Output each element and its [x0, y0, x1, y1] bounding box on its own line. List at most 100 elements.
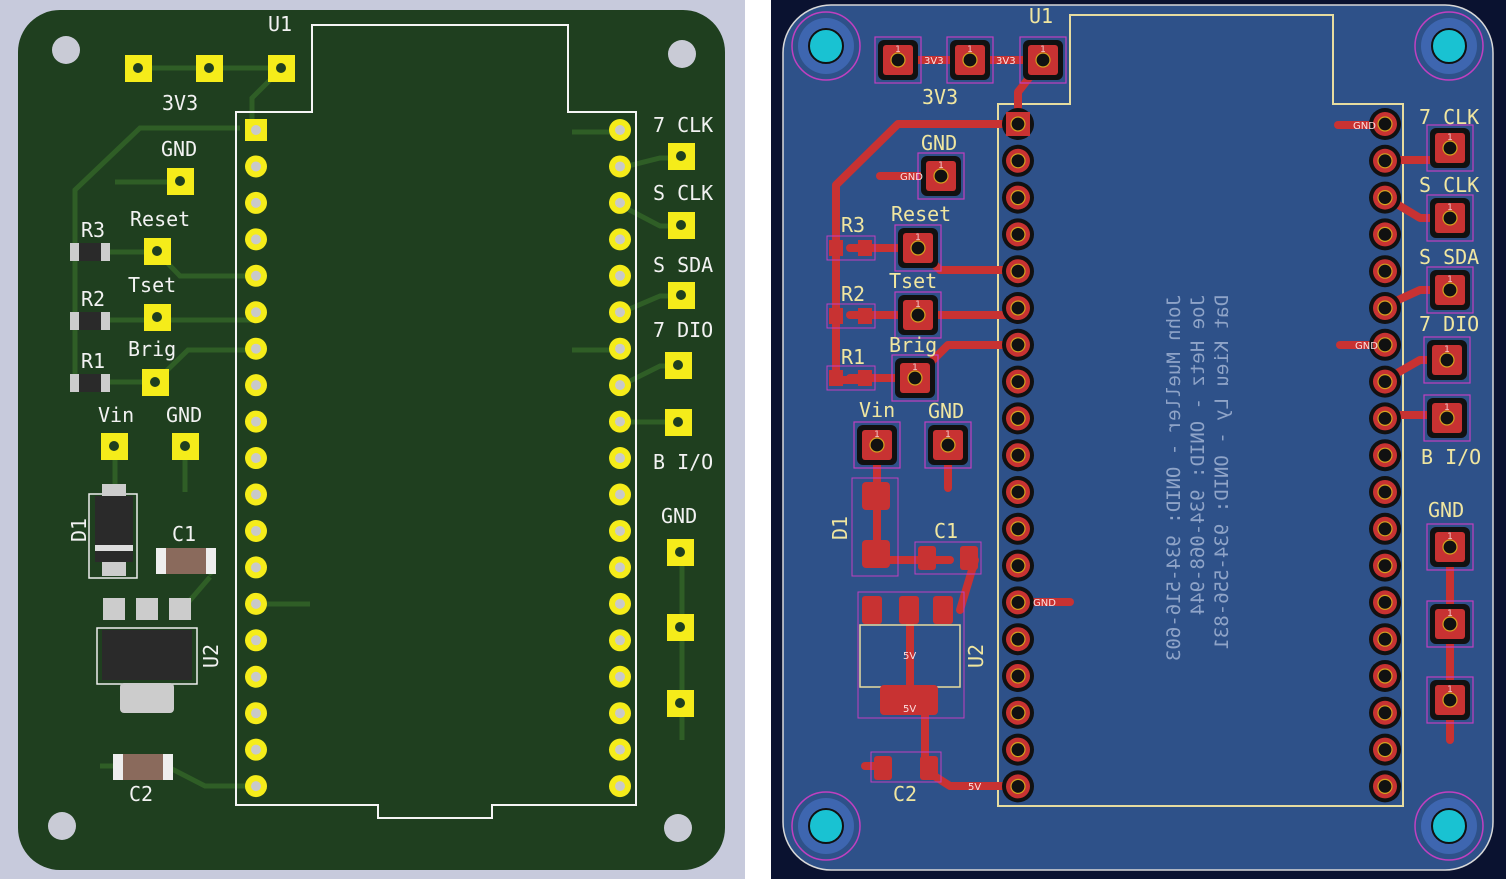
u1-pins	[1002, 108, 1401, 803]
pad-number: 1	[915, 300, 921, 310]
pad-courtyard	[853, 421, 901, 469]
label-brig: Brig	[128, 337, 176, 361]
pad-number: 1	[874, 430, 880, 440]
pin-hole	[251, 270, 261, 281]
pad-hole	[910, 240, 926, 256]
pad-courtyard	[894, 291, 942, 339]
pin-hole	[251, 453, 261, 464]
pad-hole	[890, 52, 906, 68]
pad-hole	[962, 52, 978, 68]
pad-number: 1	[1447, 609, 1453, 619]
label-r1: R1	[841, 345, 865, 369]
label-7dio: 7 DIO	[653, 318, 713, 342]
pin-hole	[251, 489, 261, 500]
label-bio: B I/O	[653, 450, 713, 474]
pin-hole	[615, 416, 625, 427]
pad-courtyard	[1426, 194, 1474, 242]
pin-hole	[615, 234, 625, 245]
mounting-hole	[1414, 791, 1484, 861]
pin-hole	[615, 270, 625, 281]
resistor-r1	[70, 374, 110, 392]
pad-hole	[907, 370, 923, 386]
mounting-hole	[48, 812, 76, 840]
pad-hole	[910, 307, 926, 323]
pin-hole	[615, 307, 625, 318]
pin-hole	[1377, 263, 1393, 279]
pad-courtyard	[1426, 600, 1474, 648]
pad-courtyard	[1019, 36, 1067, 84]
pin-hole	[1377, 153, 1393, 169]
diode-d1	[88, 484, 138, 579]
pad-number: 1	[1447, 532, 1453, 542]
label-gnd: GND	[1428, 498, 1464, 522]
pin-hole	[1377, 116, 1393, 132]
pin-hole	[251, 161, 261, 172]
resistor-r2	[70, 312, 110, 330]
resistors	[70, 243, 110, 392]
pin-hole	[615, 525, 625, 536]
student-name-line: Joe Hetz - ONID: 934-068-944	[1187, 295, 1209, 615]
pad-courtyard	[874, 36, 922, 84]
pin-hole	[615, 489, 625, 500]
pin-hole	[615, 380, 625, 391]
label-r2: R2	[841, 282, 865, 306]
regulator-u2	[96, 598, 198, 713]
pin-hole	[251, 234, 261, 245]
pad-courtyard	[946, 36, 994, 84]
label-r3: R3	[81, 218, 105, 242]
pin-hole	[1010, 226, 1026, 242]
pin-hole	[251, 781, 261, 792]
pin-hole	[1377, 594, 1393, 611]
student-name-line: John Mueller - ONID: 934-516-603	[1163, 295, 1185, 661]
label-sclk: S CLK	[1419, 173, 1479, 197]
label-r2: R2	[81, 287, 105, 311]
pin-hole	[1377, 557, 1393, 574]
pad-number: 1	[915, 233, 921, 243]
pin-hole	[615, 453, 625, 464]
pad-hole	[1442, 282, 1458, 298]
label-r3: R3	[841, 213, 865, 237]
mounting-hole	[668, 40, 696, 68]
label-c1: C1	[934, 519, 958, 543]
left-3d-view: U1 3V3 GND Reset R3 Tset R2 Brig R1 Vin …	[0, 0, 745, 879]
pin-hole	[1377, 337, 1393, 353]
label-reset: Reset	[130, 207, 190, 231]
pin-hole	[615, 708, 625, 719]
net-label: 5V	[903, 704, 916, 715]
pad-hole	[940, 437, 956, 453]
pin-hole	[1377, 631, 1393, 647]
pin-hole	[251, 562, 261, 573]
pin-hole	[615, 744, 625, 755]
pin-hole	[251, 307, 261, 318]
pad-courtyard	[1426, 124, 1474, 172]
pad-number: 1	[1040, 45, 1046, 55]
pin-hole	[251, 708, 261, 719]
label-reset: Reset	[891, 202, 951, 226]
pin-hole	[615, 562, 625, 573]
pin-hole	[1010, 116, 1026, 132]
pin-hole	[1010, 153, 1026, 169]
resistor-r1	[826, 365, 876, 391]
pin-hole	[1010, 741, 1026, 758]
pad-courtyard	[891, 354, 939, 402]
pad-hole	[1442, 616, 1458, 632]
pad-courtyard	[894, 224, 942, 272]
capacitor-c2	[870, 751, 942, 783]
u1-courtyard	[997, 14, 1404, 807]
mounting-hole	[791, 11, 861, 81]
pad-hole	[1035, 52, 1051, 68]
pin-hole	[251, 125, 261, 135]
pin-hole	[1377, 705, 1393, 721]
pin-hole	[1377, 521, 1393, 537]
label-c1: C1	[172, 522, 196, 546]
mounting-hole	[52, 36, 80, 64]
label-tset: Tset	[128, 273, 176, 297]
pin-hole	[615, 781, 625, 792]
capacitor-c1	[156, 548, 216, 574]
pad-courtyard	[917, 152, 965, 200]
pin-hole	[251, 598, 261, 609]
label-brig: Brig	[889, 333, 937, 357]
pin-hole	[251, 744, 261, 755]
net-label: GND	[900, 172, 923, 183]
mounting-holes	[48, 36, 696, 842]
